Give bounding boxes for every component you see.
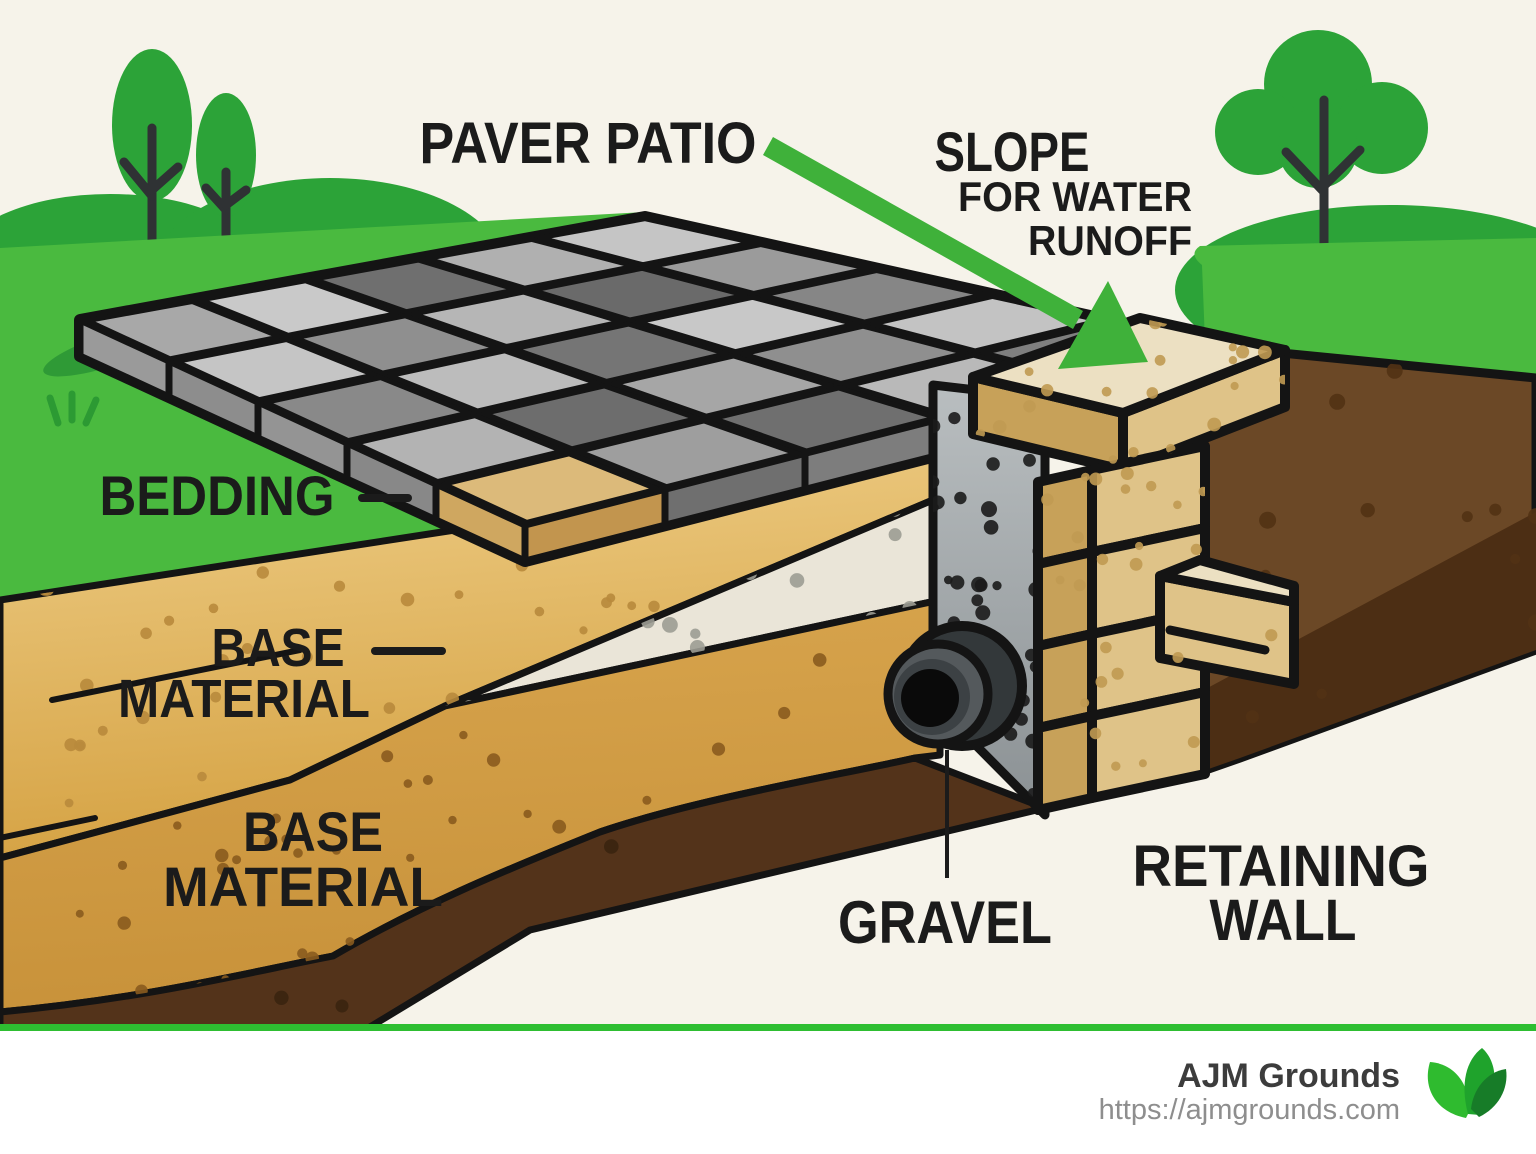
paver: [759, 268, 987, 325]
paver: [173, 337, 377, 403]
paver: [648, 242, 872, 296]
paver: [292, 313, 501, 376]
tree-trunk: [1281, 95, 1365, 263]
label-slope: SLOPE: [935, 120, 1090, 183]
paver: [411, 289, 624, 349]
leaf-logo-icon: [1427, 1048, 1507, 1118]
cross-section-layers: [0, 451, 1049, 1034]
grass-tuft: [46, 390, 100, 427]
drain-pipe: [883, 621, 1027, 751]
paver: [84, 299, 283, 362]
label-base-lower-2: MATERIAL: [163, 855, 443, 918]
label-base-upper-1: BASE: [212, 618, 345, 678]
paver: [529, 265, 748, 323]
paver: [740, 323, 969, 386]
label-gravel: GRAVEL: [838, 889, 1052, 956]
wall-tieback-block: [1155, 555, 1299, 689]
subsoil-wedge: [0, 754, 1049, 1034]
paver: [576, 418, 800, 490]
tree-canopy: [196, 93, 256, 217]
paver: [424, 236, 638, 291]
paver: [635, 294, 858, 355]
right-tree: [1215, 30, 1428, 263]
layer-accent-lines: [0, 647, 303, 841]
label-slope-sub2: RUNOFF: [1028, 217, 1192, 264]
diagram-labels: PAVER PATIO SLOPE FOR WATER RUNOFF BEDDI…: [100, 111, 1430, 956]
paver: [441, 451, 660, 525]
label-base-lower-1: BASE: [243, 800, 383, 863]
label-retaining-2: WALL: [1210, 888, 1357, 953]
paver: [387, 348, 600, 414]
paver: [311, 257, 519, 315]
label-base-upper-2: MATERIAL: [118, 669, 370, 729]
soilRightClip-speckles: [1245, 362, 1536, 772]
paver: [511, 321, 729, 384]
footer-brand-name: AJM Grounds: [1177, 1057, 1400, 1095]
slope-arrow: [763, 137, 1148, 369]
label-retaining-1: RETAINING: [1133, 834, 1430, 899]
label-bedding: BEDDING: [100, 464, 335, 527]
paver: [352, 413, 566, 484]
paver: [537, 216, 756, 268]
paver-patio: [74, 211, 1231, 567]
footer-background: [0, 1031, 1536, 1154]
footer: AJM Grounds https://ajmgrounds.com: [0, 1024, 1536, 1154]
paver: [263, 375, 471, 444]
retaining-wall: [968, 313, 1299, 815]
label-paver-patio: PAVER PATIO: [420, 111, 757, 176]
footer-url: https://ajmgrounds.com: [1099, 1094, 1400, 1126]
paver: [197, 278, 401, 338]
footer-divider-line: [0, 1024, 1536, 1031]
soil-right-dark-band: [1200, 512, 1536, 772]
paver: [481, 383, 700, 452]
label-slope-sub1: FOR WATER: [958, 173, 1192, 220]
paver: [611, 353, 834, 419]
